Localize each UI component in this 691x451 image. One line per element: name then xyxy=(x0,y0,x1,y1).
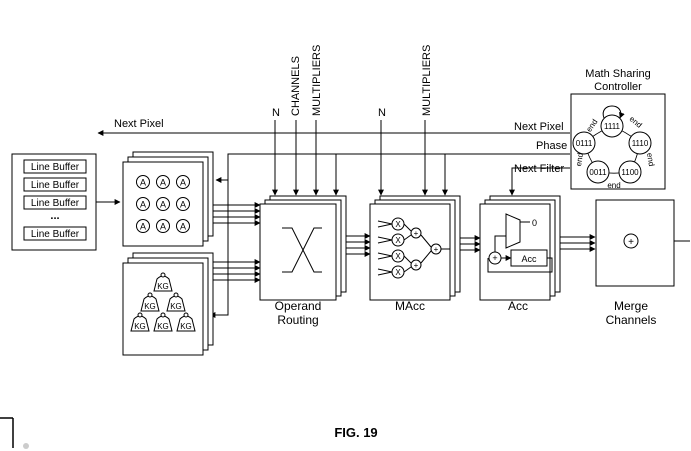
adder-symbol: + xyxy=(434,245,439,254)
controller-state-label: 0111 xyxy=(576,139,593,148)
activation-symbol: A xyxy=(180,178,186,188)
label-multipliers-2: MULTIPLIERS xyxy=(421,45,433,116)
controller-state xyxy=(628,131,652,155)
activation-node xyxy=(176,219,190,233)
label-channels: CHANNELS xyxy=(290,56,302,116)
line-buffer-group: Line Buffer Line Buffer Line Buffer ... … xyxy=(11,153,97,251)
adder-symbol: + xyxy=(414,229,419,238)
controller-state-label: 0011 xyxy=(589,168,607,177)
controller-state xyxy=(572,131,596,155)
multiplier-node xyxy=(391,249,405,263)
signal-phase: Phase xyxy=(536,140,567,152)
merge-block: + xyxy=(595,199,675,287)
adder-node xyxy=(410,259,422,271)
acc-register-label: Acc xyxy=(521,254,537,264)
controller-title-2: Controller xyxy=(594,81,642,93)
weight-symbol: KG xyxy=(157,282,169,291)
weight-symbol: KG xyxy=(157,322,169,331)
adder-symbol: + xyxy=(414,261,419,270)
activation-node xyxy=(156,175,170,189)
controller-edge-label: end xyxy=(574,152,585,167)
adder-node xyxy=(430,243,442,255)
signal-next-filter: Next Filter xyxy=(514,163,564,175)
multiplier-symbol: X xyxy=(395,252,401,261)
weight-symbol: KG xyxy=(170,302,182,311)
controller-title-1: Math Sharing xyxy=(585,68,650,80)
line-buffer-label: Line Buffer xyxy=(31,162,80,173)
controller-state-label: 1111 xyxy=(604,122,621,131)
activation-stack: A A A A A A A A A xyxy=(122,151,214,247)
operand-routing-label-2: Routing xyxy=(277,313,318,327)
macc-label: MAcc xyxy=(395,299,425,313)
controller-edge-label: end xyxy=(607,181,620,190)
operand-routing-block xyxy=(259,195,347,301)
merge-label-2: Channels xyxy=(606,313,657,327)
multiplier-node xyxy=(391,265,405,279)
acc-zero-label: 0 xyxy=(532,218,537,228)
activation-symbol: A xyxy=(180,222,186,232)
controller-state-label: 1110 xyxy=(632,139,649,148)
acc-label: Acc xyxy=(508,299,528,313)
weight-stack: KG KG KG KG KG KG xyxy=(122,252,214,356)
signal-next-pixel-left: Next Pixel xyxy=(114,118,164,130)
merge-adder-symbol: + xyxy=(628,237,634,248)
acc-adder-symbol: + xyxy=(492,253,497,263)
activation-symbol: A xyxy=(180,200,186,210)
activation-node xyxy=(176,197,190,211)
controller-state xyxy=(586,160,610,184)
activation-node xyxy=(156,219,170,233)
label-multipliers-1: MULTIPLIERS xyxy=(311,45,323,116)
multiplier-symbol: X xyxy=(395,268,401,277)
multiplier-node xyxy=(391,217,405,231)
controller-state xyxy=(618,160,642,184)
activation-node xyxy=(136,197,150,211)
activation-node xyxy=(176,175,190,189)
signal-next-pixel-right: Next Pixel xyxy=(514,121,564,133)
acc-block: 0 + Acc xyxy=(479,195,561,301)
multiplier-symbol: X xyxy=(395,236,401,245)
label-n-2: N xyxy=(378,107,386,119)
line-buffer-label: Line Buffer xyxy=(31,180,80,191)
activation-symbol: A xyxy=(140,200,146,210)
multiplier-symbol: X xyxy=(395,220,401,229)
controller-edge-label: end xyxy=(645,152,656,167)
weight-symbol: KG xyxy=(144,302,156,311)
line-buffer-ellipsis: ... xyxy=(50,210,59,222)
figure-caption: FIG. 19 xyxy=(334,425,377,440)
line-buffer-label: Line Buffer xyxy=(31,198,80,209)
line-buffer-label: Line Buffer xyxy=(31,229,80,240)
activation-node xyxy=(136,175,150,189)
controller-state-label: 1100 xyxy=(621,168,639,177)
multiplier-node xyxy=(391,233,405,247)
activation-symbol: A xyxy=(160,222,166,232)
weight-symbol: KG xyxy=(134,322,146,331)
activation-symbol: A xyxy=(140,222,146,232)
activation-node xyxy=(136,219,150,233)
merge-label-1: Merge xyxy=(614,299,648,313)
activation-node xyxy=(156,197,170,211)
activation-symbol: A xyxy=(160,200,166,210)
weight-symbol: KG xyxy=(180,322,192,331)
activation-symbol: A xyxy=(160,178,166,188)
controller-state xyxy=(600,114,624,138)
activation-symbol: A xyxy=(140,178,146,188)
adder-node xyxy=(410,227,422,239)
label-n-1: N xyxy=(272,107,280,119)
operand-routing-label-1: Operand xyxy=(275,299,322,313)
